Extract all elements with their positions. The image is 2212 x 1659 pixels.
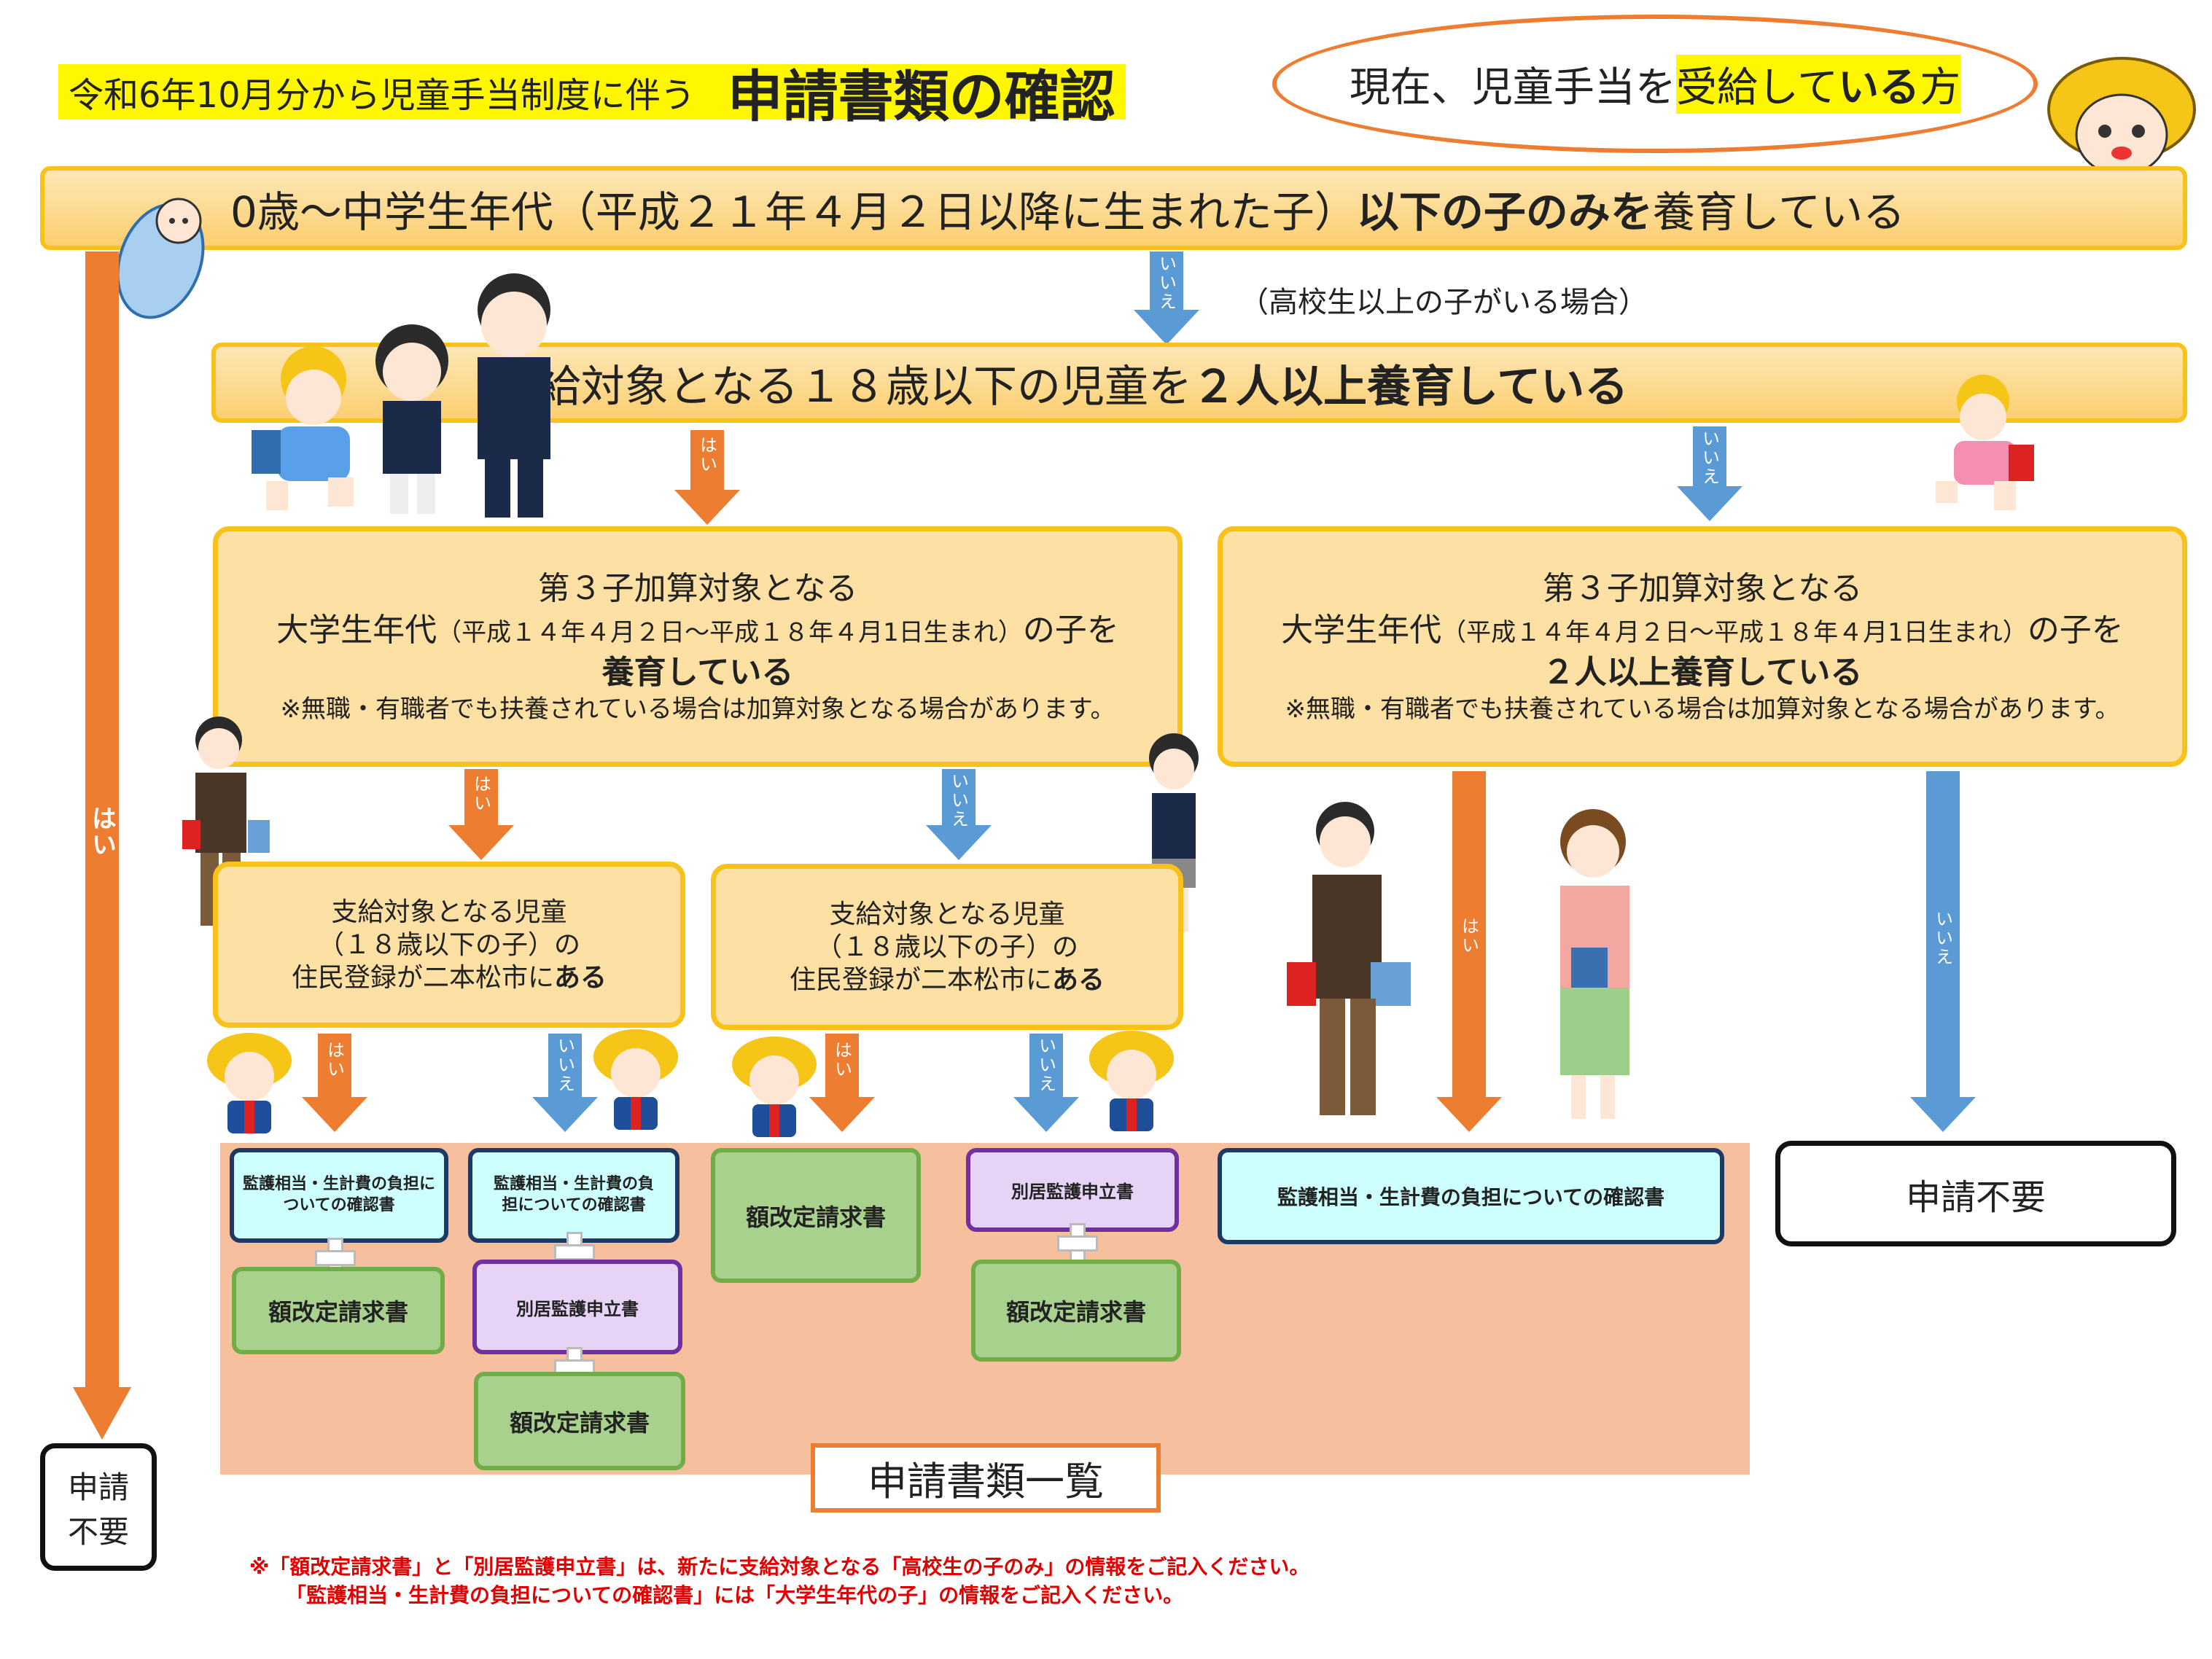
q2-pre: 支給対象となる１８歳以下の児童を (493, 361, 1192, 413)
q1-pre: 0歳～中学生年代（平成２１年４月２日以降に生まれた子） (230, 187, 1357, 237)
students-illustration (248, 270, 583, 525)
q3a-line2-a: 大学生年代 (276, 612, 437, 649)
bubble-highlight-b: いる (1838, 54, 1920, 114)
arrow-no-q1: いいえ (1134, 251, 1199, 345)
arrow-yes-q4a: はい (302, 1034, 367, 1132)
footnote-line2: 「監護相当・生計費の負担についての確認書」には「大学生年代の子」の情報をご記入く… (286, 1583, 1184, 1608)
arrow-no-label: いいえ (1932, 910, 1953, 967)
doc-revision: 額改定請求書 (474, 1372, 685, 1470)
university-student-illustration (1531, 802, 1655, 1123)
q3a-note: ※無職・有職者でも扶養されている場合は加算対象となる場合があります。 (280, 694, 1115, 724)
child-illustration (1914, 372, 2045, 518)
q4a-line1: 支給対象となる児童 (331, 897, 567, 927)
title-main: 申請書類の確認 (727, 64, 1115, 129)
q3b-line3: ２人以上養育している (1542, 653, 1863, 691)
arrow-yes-label: はい (470, 775, 491, 813)
mascot-illustration (1086, 1029, 1177, 1139)
mascot-illustration (204, 1031, 295, 1141)
page-title: 令和6年10月分から児童手当制度に伴う 申請書類の確認 (58, 64, 1126, 129)
not-required-left-1: 申請 (67, 1469, 129, 1505)
doc-confirmation: 監護相当・生計費の負担に ついての確認書 (230, 1148, 448, 1243)
speech-bubble: 現在、児童手当を受給している方 (1272, 15, 2038, 153)
question-1: 0歳～中学生年代（平成２１年４月２日以降に生まれた子）以下の子のみを養育している (40, 166, 2187, 250)
plus-icon (1057, 1223, 1098, 1264)
not-required-left: 申請 不要 (40, 1443, 157, 1571)
arrow-no-q3a: いいえ (926, 769, 992, 860)
arrow-yes-q2: はい (674, 430, 740, 525)
q3a-line1: 第３子加算対象となる (537, 570, 858, 608)
not-required-right: 申請不要 (1775, 1141, 2176, 1246)
arrow-no-label: いいえ (1156, 254, 1177, 311)
question-4a: 支給対象となる児童 （１８歳以下の子）の 住民登録が二本松市にある (213, 862, 685, 1028)
footnote-line1: ※「額改定請求書」と「別居監護申立書」は、新たに支給対象となる「高校生の子のみ」… (249, 1555, 1310, 1579)
mascot-illustration (729, 1035, 820, 1144)
arrow-yes-label: はい (87, 805, 117, 858)
q2-bold: ２人以上養育している (1192, 361, 1629, 413)
q3a-line2-c: の子を (1022, 612, 1119, 649)
doc-confirm-1: 監護相当・生計費の負担に (242, 1175, 435, 1194)
doc-confirm-b-1: 監護相当・生計費の負 (493, 1175, 654, 1194)
footnote: ※「額改定請求書」と「別居監護申立書」は、新たに支給対象となる「高校生の子のみ」… (249, 1553, 1309, 1609)
q3b-line2-a: 大学生年代 (1281, 612, 1442, 649)
question-4b: 支給対象となる児童 （１８歳以下の子）の 住民登録が二本松市にある (711, 864, 1183, 1030)
arrow-yes-q4b: はい (809, 1034, 875, 1132)
not-required-left-2: 不要 (67, 1513, 129, 1550)
q3b-line2-c: の子を (2027, 612, 2124, 649)
title-sub: 令和6年10月分から児童手当制度に伴う (69, 75, 696, 116)
arrow-no-q4b: いいえ (1013, 1034, 1079, 1132)
q4a-line3-b: ある (554, 962, 607, 993)
arrow-no-label: いいえ (554, 1037, 575, 1093)
q4b-line3-b: ある (1052, 964, 1105, 995)
q4b-line1: 支給対象となる児童 (829, 899, 1065, 929)
q3b-note: ※無職・有職者でも扶養されている場合は加算対象となる場合があります。 (1285, 694, 2120, 724)
arrow-no-q4a: いいえ (532, 1034, 598, 1132)
q4b-line2: （１８歳以下の子）の (815, 932, 1078, 962)
arrow-yes-q3a: はい (448, 769, 514, 860)
question-3b: 第３子加算対象となる 大学生年代（平成１４年４月２日～平成１８年４月1日生まれ）… (1218, 526, 2187, 767)
arrow-yes-label: はい (831, 1041, 852, 1079)
q3b-line1: 第３子加算対象となる (1542, 570, 1863, 608)
doc-revision: 額改定請求書 (711, 1148, 921, 1283)
arrow-yes-label: はい (696, 436, 717, 474)
mascot-illustration (591, 1028, 682, 1137)
q1-post: 養育している (1652, 187, 1906, 237)
arrow-no-q2: いいえ (1677, 426, 1742, 521)
arrow-no-label: いいえ (1035, 1037, 1056, 1093)
university-student-illustration (1283, 795, 1414, 1123)
doc-confirm-2: ついての確認書 (283, 1196, 395, 1214)
arrow-yes-q1: はい (73, 251, 131, 1440)
doc-separate: 別居監護申立書 (966, 1148, 1179, 1232)
q4a-line3-a: 住民登録が二本松市に (291, 962, 554, 993)
doc-separate: 別居監護申立書 (472, 1260, 682, 1354)
doc-revision: 額改定請求書 (232, 1267, 445, 1354)
bubble-pre: 現在、児童手当を (1349, 63, 1676, 112)
baby-illustration (109, 188, 219, 319)
q3b-line2-b: （平成１４年４月２日～平成１８年４月1日生まれ） (1441, 618, 2028, 648)
question-3a: 第３子加算対象となる 大学生年代（平成１４年４月２日～平成１８年４月1日生まれ）… (213, 526, 1183, 767)
bubble-highlight-a: 受給して (1675, 54, 1839, 114)
arrow-no-label: いいえ (1699, 429, 1720, 486)
q4b-line3-a: 住民登録が二本松市に (789, 964, 1052, 995)
q3a-line3: 養育している (601, 653, 794, 691)
arrow-no-label: いいえ (948, 772, 969, 829)
q1-note: （高校生以上の子がいる場合） (1239, 286, 1648, 319)
plus-icon (554, 1347, 595, 1388)
doc-confirmation: 監護相当・生計費の負担についての確認書 (1218, 1148, 1724, 1244)
arrow-yes-q3b: はい (1436, 771, 1502, 1132)
doc-list-label: 申請書類一覧 (811, 1443, 1161, 1512)
arrow-yes-label: はい (324, 1041, 345, 1079)
arrow-yes-label: はい (1458, 917, 1479, 955)
q1-bold: 以下の子のみを (1356, 187, 1653, 237)
doc-revision: 額改定請求書 (971, 1260, 1181, 1362)
bubble-post: 方 (1920, 54, 1961, 114)
doc-confirm-b-2: 担についての確認書 (502, 1196, 646, 1214)
arrow-no-q3b: いいえ (1910, 771, 1976, 1132)
q3a-line2-b: （平成１４年４月２日～平成１８年４月1日生まれ） (437, 618, 1023, 648)
q4a-line2: （１８歳以下の子）の (317, 929, 580, 960)
doc-confirmation: 監護相当・生計費の負 担についての確認書 (468, 1148, 679, 1243)
